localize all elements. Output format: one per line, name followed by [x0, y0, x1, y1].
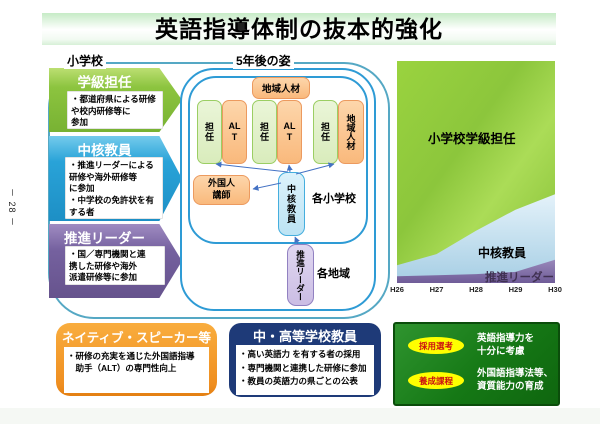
flow-step-leader: 推進リーダー ・国／専門機関と連 携した研修や海外 派遣研修等に参加 [49, 224, 182, 298]
title-band: 英語指導体制の抜本的強化 [42, 13, 556, 45]
pair3-community-label: 地域人材 [345, 114, 356, 150]
pair1-homeroom-box: 担任 [197, 100, 222, 164]
pair2-alt-label: ALT [283, 121, 296, 142]
community-resource-box: 地域人材 [252, 77, 310, 99]
pair1-alt-label: ALT [228, 121, 241, 142]
flow-step-title: 学級担任 [77, 75, 132, 90]
chart-area-1 [397, 259, 555, 283]
x-tick-label: H27 [429, 285, 444, 294]
pair2-alt-box: ALT [277, 100, 302, 164]
growth-chart-areas [397, 61, 555, 283]
recruitment-text: 英語指導力を 十分に考慮 [477, 333, 535, 357]
series-label-core-teacher: 中核教員 [478, 246, 527, 260]
secondary-school-title: 中・高等学校教員 [252, 329, 357, 344]
page-number: － 28 － [7, 188, 17, 228]
chart-area-2 [397, 194, 555, 283]
each-region-label: 各地域 [317, 268, 350, 280]
x-tick-label: H30 [548, 285, 562, 294]
x-tick-label: H28 [469, 285, 483, 294]
each-school-label: 各小学校 [312, 193, 356, 205]
five-years-later-label: 5年後の姿 [233, 52, 294, 69]
flow-step-title: 中核教員 [77, 143, 132, 158]
promotion-leader-label: 推進リーダー [295, 249, 306, 301]
secondary-bullet: ・高い英語力 を有する者の採用 [239, 349, 361, 359]
flow-step-body: ・都道府県による研修 や校内研修等に 参加 [67, 91, 163, 129]
secondary-school-panel: 中・高等学校教員 ・高い英語力 を有する者の採用 ・専門機関と連携した研修に参加… [229, 323, 381, 397]
secondary-school-body: ・高い英語力 を有する者の採用 ・専門機関と連携した研修に参加 ・教員の英語力の… [236, 345, 374, 395]
growth-chart: H26 H27 H28 H29 H30 小学校学級担任 中核教員 推進リーダー [390, 56, 562, 302]
flow-step-title: 推進リーダー [64, 231, 145, 246]
series-label-leader: 推進リーダー [485, 272, 554, 284]
recruitment-badge: 採用選考 [408, 337, 464, 354]
series-label-class-teacher: 小学校学級担任 [428, 132, 516, 146]
curriculum-text: 外国語指導法等、 資質能力の育成 [477, 368, 554, 392]
elementary-school-label: 小学校 [64, 52, 107, 69]
flow-step-core-teacher: 中核教員 ・推進リーダーによる 研修や海外研修等 に参加 ・中学校の免許状を有 … [49, 136, 182, 221]
core-teacher-box: 中核教員 [278, 172, 305, 236]
training-panel: 採用選考 英語指導力を 十分に考慮 養成課程 外国語指導法等、 資質能力の育成 [393, 322, 560, 406]
foreign-instructor-box: 外国人 講師 [193, 175, 250, 205]
promotion-leader-box: 推進リーダー [287, 244, 314, 306]
pair3-community-box: 地域人材 [338, 100, 364, 164]
flow-step-class-teacher: 学級担任 ・都道府県による研修 や校内研修等に 参加 [49, 68, 182, 132]
x-tick-label: H26 [390, 285, 404, 294]
flow-step-body: ・国／専門機関と連 携した研修や海外 派遣研修等に参加 [65, 246, 165, 285]
native-speaker-title: ネイティブ・スピーカー等 [61, 331, 211, 345]
pair3-homeroom-box: 担任 [313, 100, 338, 164]
slide-title: 英語指導体制の抜本的強化 [155, 16, 443, 42]
pair1-homeroom-label: 担任 [204, 122, 214, 142]
pair3-homeroom-label: 担任 [320, 122, 330, 142]
curriculum-badge: 養成課程 [408, 372, 464, 389]
flow-step-body: ・推進リーダーによる 研修や海外研修等 に参加 ・中学校の免許状を有 する者 [65, 157, 163, 219]
native-speaker-body: ・研修の充実を通じた外国語指導 助手（ALT）の専門性向上 [64, 347, 209, 393]
pair2-homeroom-label: 担任 [259, 122, 269, 142]
secondary-bullet: ・教員の英語力の県ごとの公表 [239, 376, 358, 387]
secondary-bullet: ・専門機関と連携した研修に参加 [239, 362, 367, 373]
pair1-alt-box: ALT [222, 100, 247, 164]
pair2-homeroom-box: 担任 [252, 100, 277, 164]
core-teacher-label: 中核教員 [286, 184, 296, 224]
native-speaker-panel: ネイティブ・スピーカー等 ・研修の充実を通じた外国語指導 助手（ALT）の専門性… [56, 323, 217, 396]
bottom-strip [0, 408, 600, 424]
x-tick-label: H29 [508, 285, 523, 294]
